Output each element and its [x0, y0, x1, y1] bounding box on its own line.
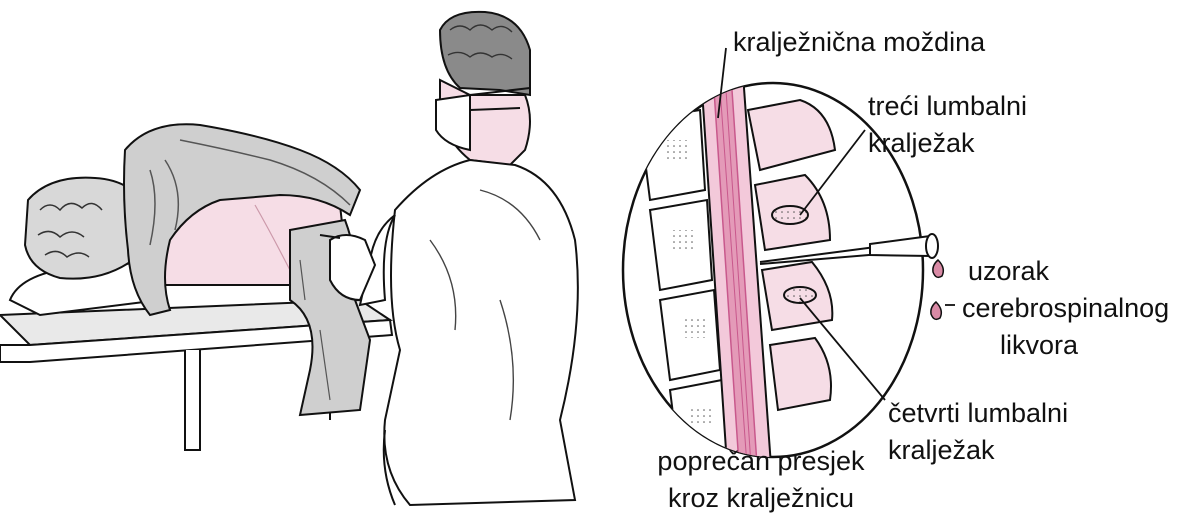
label-sample-1: uzorak: [968, 255, 1049, 287]
label-sample-2: cerebrospinalnog: [962, 292, 1169, 324]
label-third-lumbar-1: treći lumbalni: [868, 90, 1027, 122]
doctor: [320, 12, 578, 505]
label-spinal-cord: kralježnična moždina: [733, 26, 985, 58]
procedure-scene: [0, 12, 578, 505]
label-cross-section-2: kroz kralježnicu: [641, 482, 881, 514]
label-fourth-lumbar-2: kralježak: [888, 434, 995, 466]
label-third-lumbar-2: kralježak: [868, 127, 975, 159]
label-cross-section-1: poprečan presjek: [641, 445, 881, 477]
csf-drops: [931, 260, 943, 319]
label-sample-3: likvora: [1000, 329, 1078, 361]
label-fourth-lumbar-1: četvrti lumbalni: [888, 397, 1068, 429]
